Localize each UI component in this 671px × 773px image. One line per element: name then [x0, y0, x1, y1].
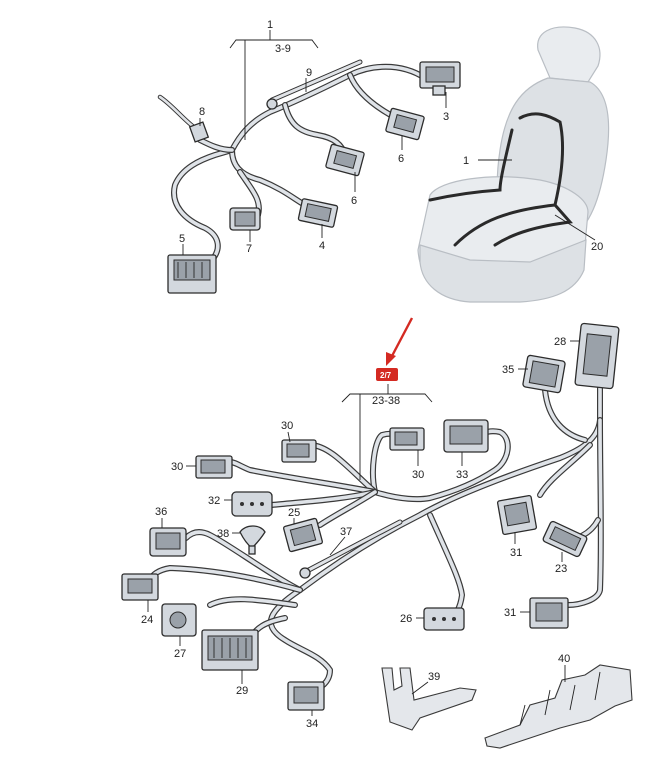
ground-wire-8: [157, 94, 210, 143]
connector-27: [161, 603, 197, 637]
label-23: 23: [555, 563, 567, 575]
label-40: 40: [558, 653, 570, 665]
variant-badge: 2/7: [376, 368, 398, 381]
group-bracket-top: [229, 30, 319, 140]
lower-harness: [147, 347, 604, 693]
label-27: 27: [174, 648, 186, 660]
label-26: 26: [400, 613, 412, 625]
label-30a: 30: [281, 420, 293, 432]
label-8: 8: [199, 106, 205, 118]
seat-illustration: [417, 26, 610, 303]
connector-7: [229, 207, 261, 231]
connector-28: [574, 322, 620, 390]
label-30c: 30: [412, 469, 424, 481]
connector-25: [283, 517, 323, 553]
connector-6b: [325, 143, 365, 177]
callout-arrow: [386, 317, 414, 366]
label-3-9: 3-9: [275, 43, 291, 55]
connector-29: [201, 629, 259, 671]
label-6a: 6: [398, 153, 404, 165]
connector-5: [167, 254, 217, 294]
upper-harness: [171, 63, 428, 265]
part-number-labels: 1 3-9 9 8 3 6 6 1 5 7 4 20 28 35 23-38 3…: [141, 19, 603, 730]
bracket-40: [484, 664, 633, 749]
label-31a: 31: [510, 547, 522, 559]
connector-31a: [496, 494, 538, 536]
label-39: 39: [428, 671, 440, 683]
connector-3: [419, 61, 461, 96]
connector-24: [121, 573, 159, 601]
label-3: 3: [443, 111, 449, 123]
bracket-39: [381, 667, 477, 731]
connector-31b: [529, 597, 569, 629]
label-35: 35: [502, 364, 514, 376]
group-bracket-bottom: [341, 384, 433, 480]
connector-35: [522, 354, 566, 394]
leader-lines-top: [182, 78, 447, 255]
connector-26: [423, 607, 465, 631]
connector-6a: [385, 107, 425, 141]
label-25: 25: [288, 507, 300, 519]
label-30b: 30: [171, 461, 183, 473]
label-24: 24: [141, 614, 153, 626]
connector-38: [239, 525, 266, 555]
label-5: 5: [179, 233, 185, 245]
label-4: 4: [319, 240, 325, 252]
label-34: 34: [306, 718, 318, 730]
connector-4: [297, 198, 339, 228]
badge-text: 2/7: [380, 371, 392, 380]
label-38: 38: [217, 528, 229, 540]
label-6b: 6: [351, 195, 357, 207]
label-37: 37: [340, 526, 352, 538]
connector-30b: [195, 455, 233, 479]
label-23-38: 23-38: [372, 395, 400, 407]
connector-30c: [389, 427, 425, 451]
connector-33: [443, 419, 489, 453]
label-36: 36: [155, 506, 167, 518]
leader-lines-bottom: [147, 340, 580, 716]
label-1-seat: 1: [463, 155, 469, 167]
label-9: 9: [306, 67, 312, 79]
label-28: 28: [554, 336, 566, 348]
label-32: 32: [208, 495, 220, 507]
label-20: 20: [591, 241, 603, 253]
connector-32: [231, 491, 273, 517]
cable-tie-37: [299, 519, 403, 579]
label-29: 29: [236, 685, 248, 697]
label-7: 7: [246, 243, 252, 255]
connector-30a: [281, 439, 317, 463]
connector-23: [542, 520, 588, 558]
cable-tie-9: [266, 59, 363, 110]
connector-34: [287, 681, 325, 711]
label-33: 33: [456, 469, 468, 481]
connector-36: [149, 527, 187, 557]
label-31b: 31: [504, 607, 516, 619]
label-1-top: 1: [267, 19, 273, 31]
